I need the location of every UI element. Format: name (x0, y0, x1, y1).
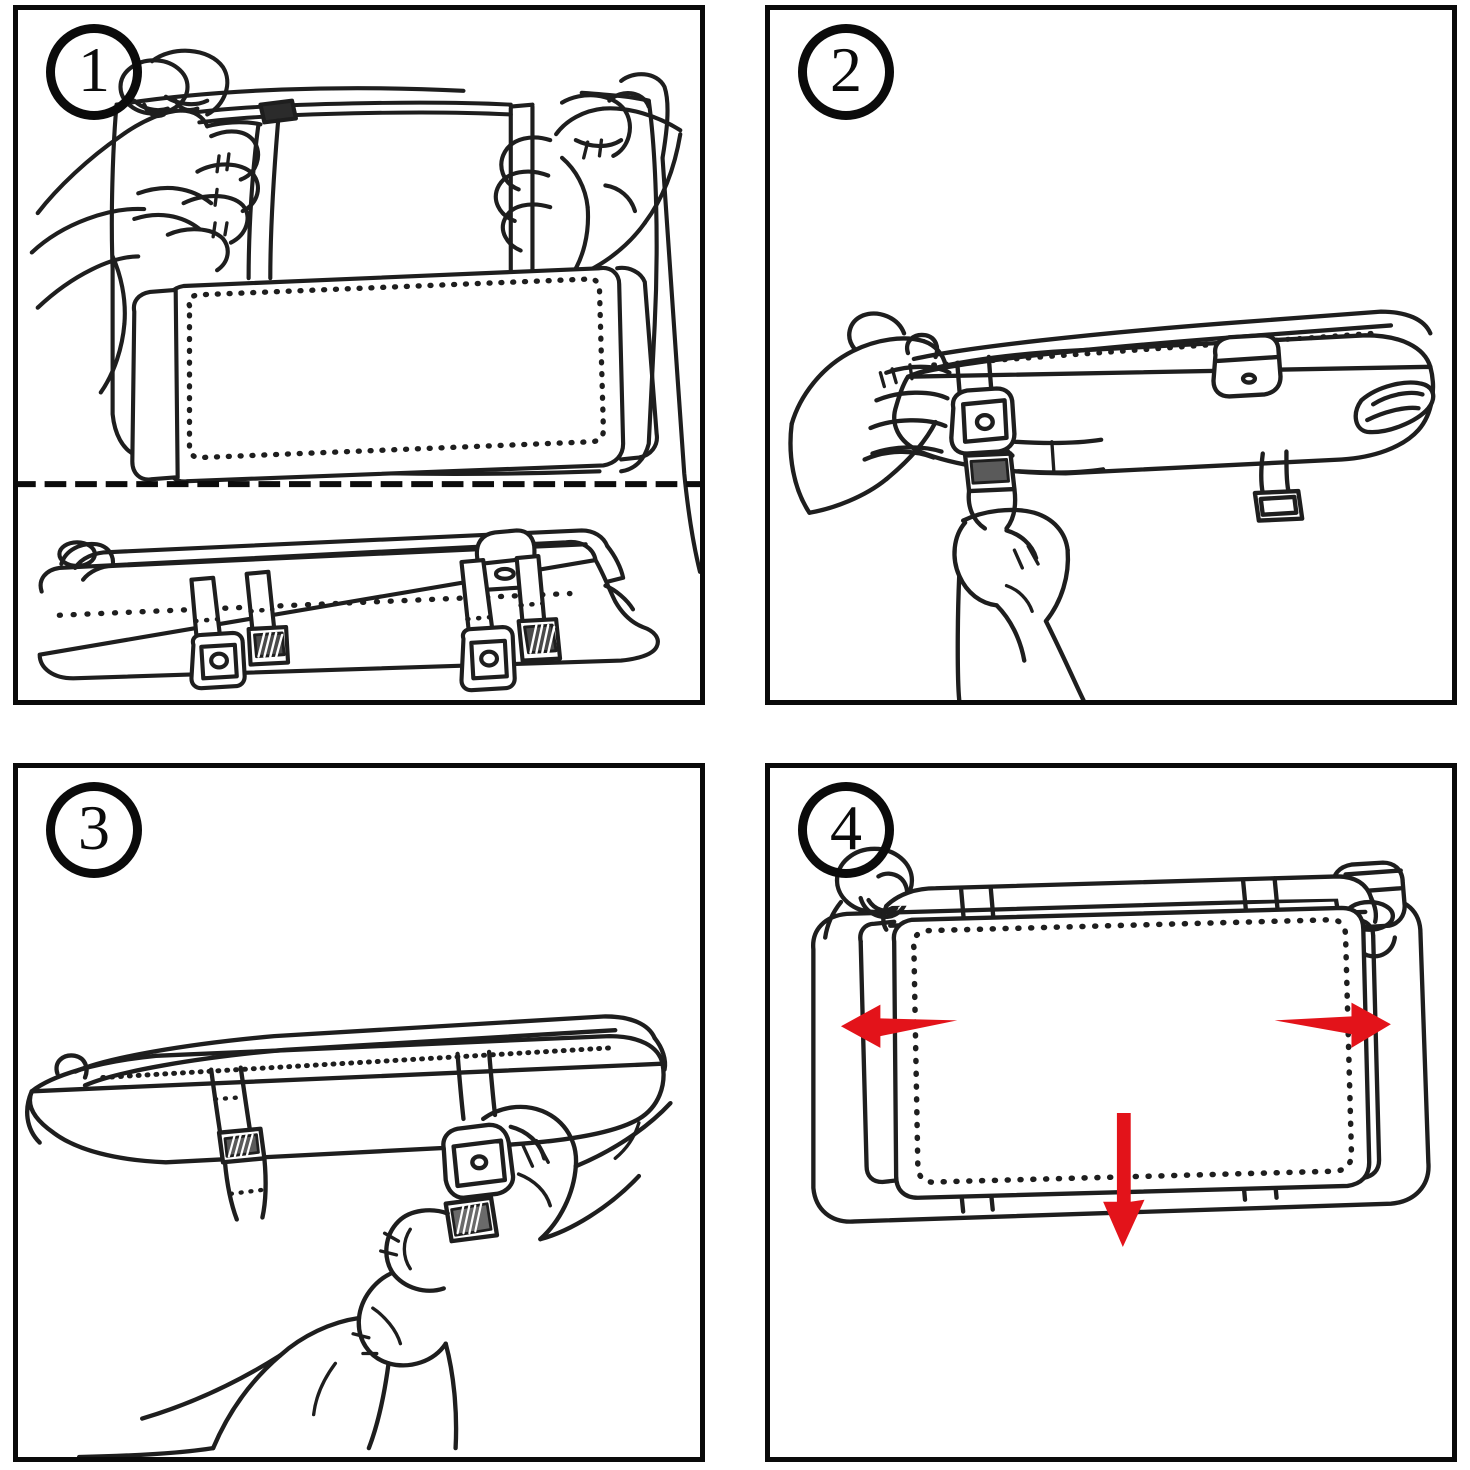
left-hand-upper (788, 311, 952, 515)
step-number-1: 1 (46, 24, 142, 120)
visor-clip (1211, 333, 1283, 399)
step-1-illustration (18, 48, 700, 693)
sun-visor (25, 1014, 668, 1165)
strap-pair-left (189, 569, 291, 691)
strap-tab-left (258, 98, 298, 125)
stitched-border (186, 276, 607, 461)
extender-detail-underside (37, 528, 660, 693)
step-number-2: 2 (798, 24, 894, 120)
extender-panel (891, 905, 1372, 1200)
left-hand-lower (210, 1208, 459, 1451)
male-buckle (962, 451, 1018, 531)
step-number-2-ring (798, 24, 894, 120)
strap-left-vertical (246, 118, 281, 281)
strap-left (208, 1065, 268, 1222)
step-number-4-ring (798, 782, 894, 878)
step-number-2-label: 2 (830, 34, 862, 105)
spare-strap-end (1252, 449, 1305, 523)
right-hand-upper (481, 1100, 673, 1242)
sun-visor (892, 309, 1436, 476)
step-number-4-label: 4 (830, 792, 862, 863)
extender-panel (165, 265, 626, 484)
top-strap-line (191, 100, 513, 125)
female-buckle (441, 1122, 516, 1200)
step-panel-4: 4 (765, 763, 1457, 1462)
step-panel-2: 2 (765, 5, 1457, 705)
step-3-illustration (25, 1014, 673, 1457)
step-panel-3: 3 (13, 763, 705, 1462)
arrow-right (1274, 1002, 1391, 1048)
step-number-3: 3 (46, 782, 142, 878)
panel-grid: 1 (13, 5, 1457, 1462)
arrow-down (1103, 1112, 1145, 1248)
step-number-1-label: 1 (78, 34, 110, 105)
step-2-illustration (788, 309, 1436, 700)
strap-pair-right (459, 554, 563, 693)
step-4-illustration (811, 846, 1431, 1248)
right-hand (493, 93, 683, 281)
strap-right-vertical (508, 102, 535, 281)
arrow-left (840, 1004, 958, 1048)
step-number-3-ring (46, 782, 142, 878)
extender-side-flap (130, 265, 659, 482)
row-gutter (13, 705, 1457, 763)
step-number-1-ring (46, 24, 142, 120)
male-buckle (443, 1195, 500, 1244)
right-hand-lower (952, 507, 1086, 700)
female-buckle (949, 386, 1017, 456)
forearm (76, 1353, 283, 1457)
visor-tip (1353, 380, 1436, 435)
strap-right-lower (1012, 437, 1106, 475)
step-panel-1: 1 (13, 5, 705, 705)
step-number-3-label: 3 (78, 792, 110, 863)
step-number-4: 4 (798, 782, 894, 878)
